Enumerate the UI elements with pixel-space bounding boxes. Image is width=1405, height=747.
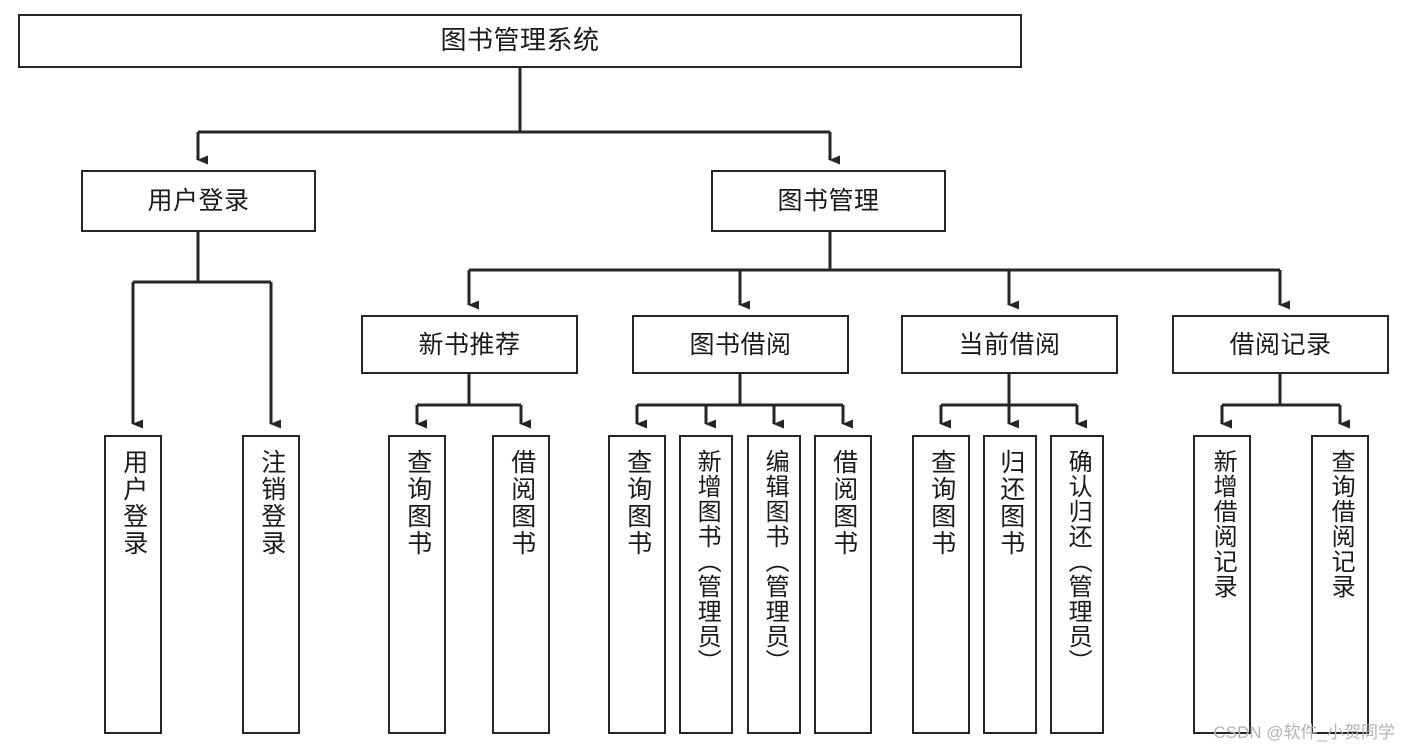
- node-leaf-borrow-book-1-label: 借阅图书: [507, 449, 536, 557]
- node-leaf-query-record-label: 查询借阅记录: [1327, 449, 1355, 599]
- node-leaf-query-record[interactable]: 查询借阅记录: [1311, 435, 1369, 734]
- node-leaf-query-book-1[interactable]: 查询图书: [388, 435, 446, 734]
- node-borrow-record[interactable]: 借阅记录: [1172, 315, 1389, 374]
- node-leaf-confirm-return[interactable]: 确认归还（管理员）: [1050, 435, 1104, 734]
- node-new-book-recommend[interactable]: 新书推荐: [361, 315, 578, 374]
- node-leaf-user-login[interactable]: 用户登录: [104, 435, 162, 734]
- node-leaf-edit-book-label: 编辑图书（管理员）: [761, 449, 789, 674]
- node-leaf-borrow-book-2-label: 借阅图书: [829, 449, 858, 557]
- node-leaf-add-book-label: 新增图书（管理员）: [693, 449, 721, 674]
- node-leaf-confirm-return-label: 确认归还（管理员）: [1064, 449, 1092, 674]
- node-leaf-query-book-3[interactable]: 查询图书: [912, 435, 970, 734]
- node-leaf-user-login-label: 用户登录: [119, 449, 148, 557]
- node-book-borrow-label: 图书借阅: [689, 330, 792, 359]
- node-leaf-edit-book[interactable]: 编辑图书（管理员）: [747, 435, 801, 734]
- node-leaf-borrow-book-2[interactable]: 借阅图书: [814, 435, 872, 734]
- node-leaf-return-book[interactable]: 归还图书: [983, 435, 1037, 734]
- node-user-login-label: 用户登录: [147, 187, 250, 215]
- node-root-label: 图书管理系统: [440, 25, 600, 56]
- node-leaf-user-logout[interactable]: 注销登录: [242, 435, 300, 734]
- node-new-book-recommend-label: 新书推荐: [418, 330, 521, 359]
- node-leaf-query-book-2-label: 查询图书: [623, 449, 652, 557]
- node-leaf-return-book-label: 归还图书: [996, 449, 1025, 557]
- node-leaf-user-logout-label: 注销登录: [257, 449, 286, 557]
- node-leaf-query-book-3-label: 查询图书: [927, 449, 956, 557]
- node-borrow-record-label: 借阅记录: [1229, 330, 1332, 359]
- node-leaf-borrow-book-1[interactable]: 借阅图书: [492, 435, 550, 734]
- node-current-borrow[interactable]: 当前借阅: [901, 315, 1118, 374]
- csdn-watermark: CSDN @软件_小贺同学: [1213, 723, 1395, 742]
- node-leaf-query-book-2[interactable]: 查询图书: [608, 435, 666, 734]
- node-leaf-query-book-1-label: 查询图书: [403, 449, 432, 557]
- node-root[interactable]: 图书管理系统: [18, 14, 1022, 68]
- node-book-management[interactable]: 图书管理: [711, 170, 946, 232]
- node-user-login[interactable]: 用户登录: [81, 170, 316, 232]
- node-leaf-add-record-label: 新增借阅记录: [1209, 449, 1237, 599]
- node-leaf-add-book[interactable]: 新增图书（管理员）: [679, 435, 733, 734]
- node-current-borrow-label: 当前借阅: [958, 330, 1061, 359]
- node-book-borrow[interactable]: 图书借阅: [632, 315, 849, 374]
- node-leaf-add-record[interactable]: 新增借阅记录: [1193, 435, 1251, 734]
- node-book-management-label: 图书管理: [777, 187, 880, 215]
